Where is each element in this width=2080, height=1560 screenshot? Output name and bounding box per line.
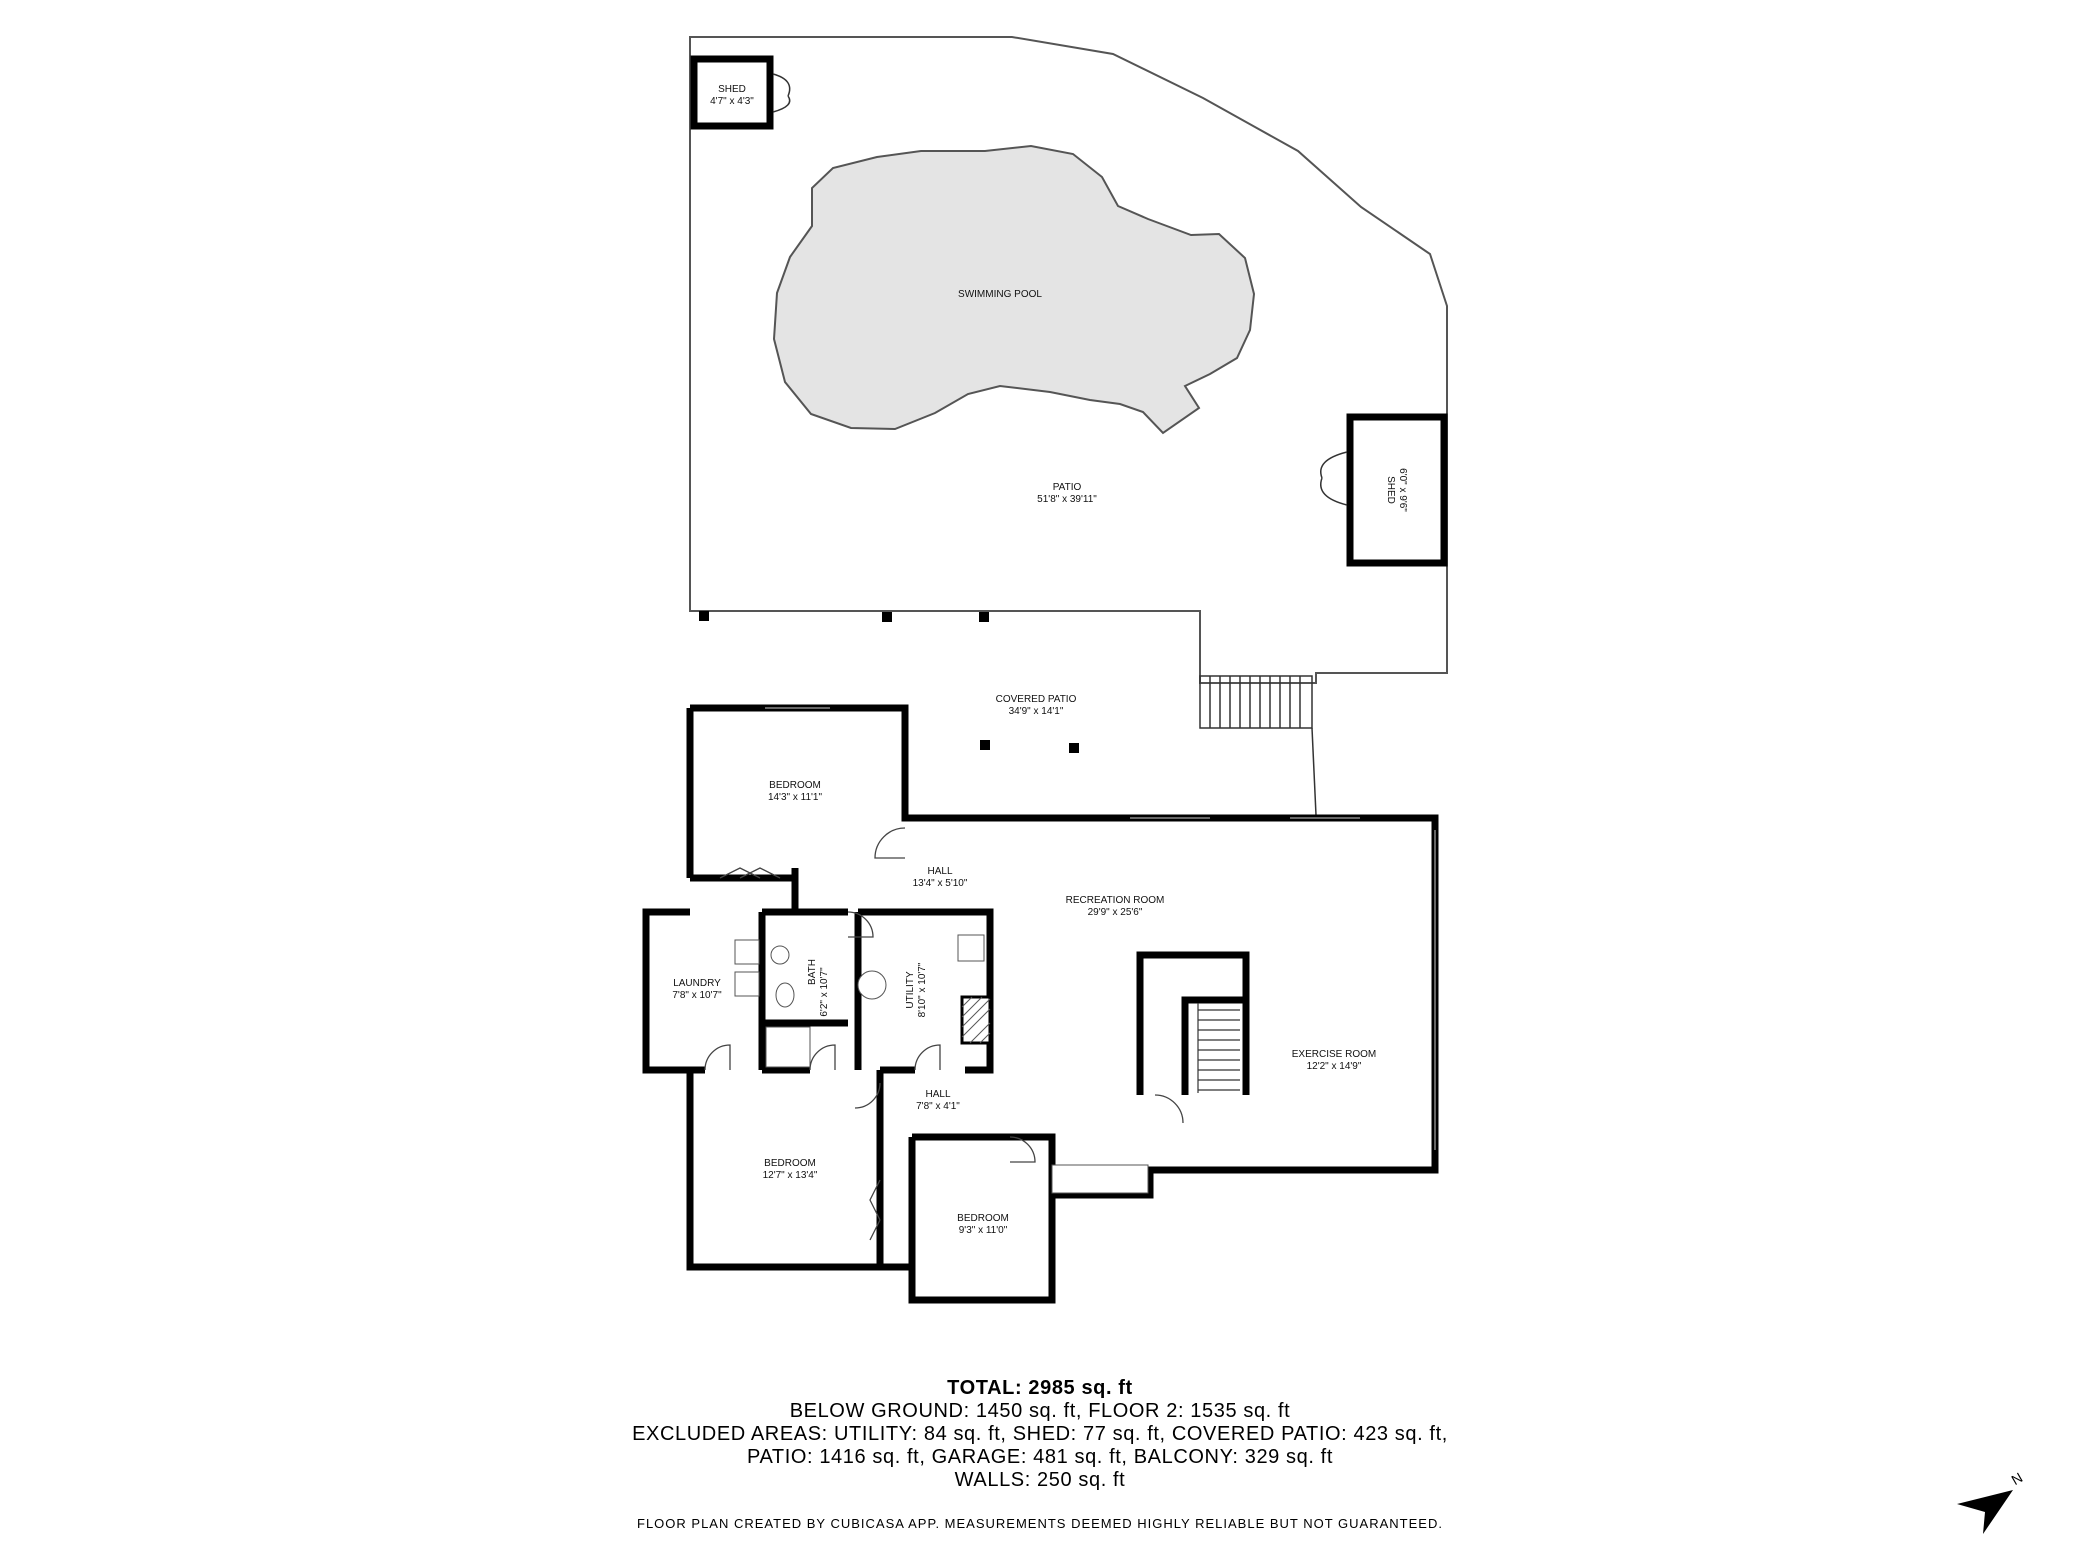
fireplace-hatch	[961, 996, 991, 1044]
summary-line-4: WALLS: 250 sq. ft	[954, 1469, 1126, 1491]
exercise-room-dims: 12'2" x 14'9"	[1307, 1061, 1362, 1072]
windows	[765, 707, 1436, 1150]
house-walls	[642, 704, 1439, 1304]
total-area: TOTAL: 2985 sq. ft	[947, 1377, 1133, 1399]
hall-1-name: HALL	[927, 866, 952, 877]
shed-1-door	[772, 73, 791, 113]
bedroom-3-dims: 9'3" x 11'0"	[959, 1225, 1008, 1236]
disclaimer-text: FLOOR PLAN CREATED BY CUBICASA APP. MEAS…	[637, 1516, 1443, 1531]
counter	[1051, 1164, 1149, 1194]
utility-dims: 8'10" x 10'7"	[917, 962, 928, 1017]
door-swings	[704, 827, 1184, 1241]
shed-1-name: SHED	[718, 84, 746, 95]
dryer	[734, 971, 760, 997]
covered-patio-name: COVERED PATIO	[996, 694, 1077, 705]
recreation-room-dims: 29'9" x 25'6"	[1088, 907, 1143, 918]
interior-stairs	[1197, 1003, 1240, 1093]
exercise-room-name: EXERCISE ROOM	[1292, 1049, 1376, 1060]
patio-name: PATIO	[1053, 482, 1082, 493]
bedroom-3-name: BEDROOM	[957, 1213, 1009, 1224]
patio-dims: 51'8" x 39'11"	[1037, 494, 1097, 505]
covered-patio-posts	[699, 611, 1079, 753]
covered-patio-dims: 34'9" x 14'1"	[1009, 706, 1064, 717]
pool-name: SWIMMING POOL	[958, 289, 1042, 300]
bedroom-2-dims: 12'7" x 13'4"	[763, 1170, 818, 1181]
summary-line-2: EXCLUDED AREAS: UTILITY: 84 sq. ft, SHED…	[632, 1423, 1448, 1445]
utility-name: UTILITY	[905, 971, 916, 1009]
shed-2-dims: 6'0" x 9'6"	[1397, 468, 1408, 512]
toilet	[775, 982, 795, 1008]
shed-2	[1346, 413, 1448, 567]
summary-line-1: BELOW GROUND: 1450 sq. ft, FLOOR 2: 1535…	[789, 1400, 1291, 1422]
hall-1-dims: 13'4" x 5'10"	[913, 878, 968, 889]
room-labels: SHED 4'7" x 4'3" SWIMMING POOL PATIO 51'…	[672, 84, 1408, 1236]
shed-1	[690, 55, 774, 130]
sink	[770, 945, 790, 965]
bedroom-1-dims: 14'3" x 11'1"	[768, 792, 823, 803]
north-arrow-icon: N	[1957, 1469, 2026, 1534]
recreation-room-name: RECREATION ROOM	[1066, 895, 1165, 906]
bedroom-1-name: BEDROOM	[769, 780, 821, 791]
hall-2-dims: 7'8" x 4'1"	[916, 1101, 960, 1112]
shed-2-name: SHED	[1385, 476, 1396, 504]
area-summary: TOTAL: 2985 sq. ft BELOW GROUND: 1450 sq…	[0, 1377, 2080, 1492]
laundry-dims: 7'8" x 10'7"	[672, 990, 722, 1001]
patio-outline	[689, 36, 1448, 684]
shower	[765, 1026, 811, 1068]
north-label: N	[2009, 1469, 2026, 1488]
swimming-pool	[772, 144, 1256, 435]
water-heater	[857, 970, 887, 1000]
exterior-stairs	[1199, 675, 1317, 816]
laundry-name: LAUNDRY	[673, 978, 721, 989]
summary-line-3: PATIO: 1416 sq. ft, GARAGE: 481 sq. ft, …	[746, 1446, 1333, 1468]
washer	[734, 939, 760, 965]
fireplace	[960, 995, 992, 1045]
hall-2-name: HALL	[925, 1089, 950, 1100]
bath-name: BATH	[807, 959, 818, 985]
shed-2-door	[1320, 451, 1348, 506]
shed-1-dims: 4'7" x 4'3"	[710, 96, 754, 107]
utility-cabinet	[957, 934, 985, 962]
bedroom-2-name: BEDROOM	[764, 1158, 816, 1169]
bath-dims: 6'2" x 10'7"	[819, 967, 830, 1017]
